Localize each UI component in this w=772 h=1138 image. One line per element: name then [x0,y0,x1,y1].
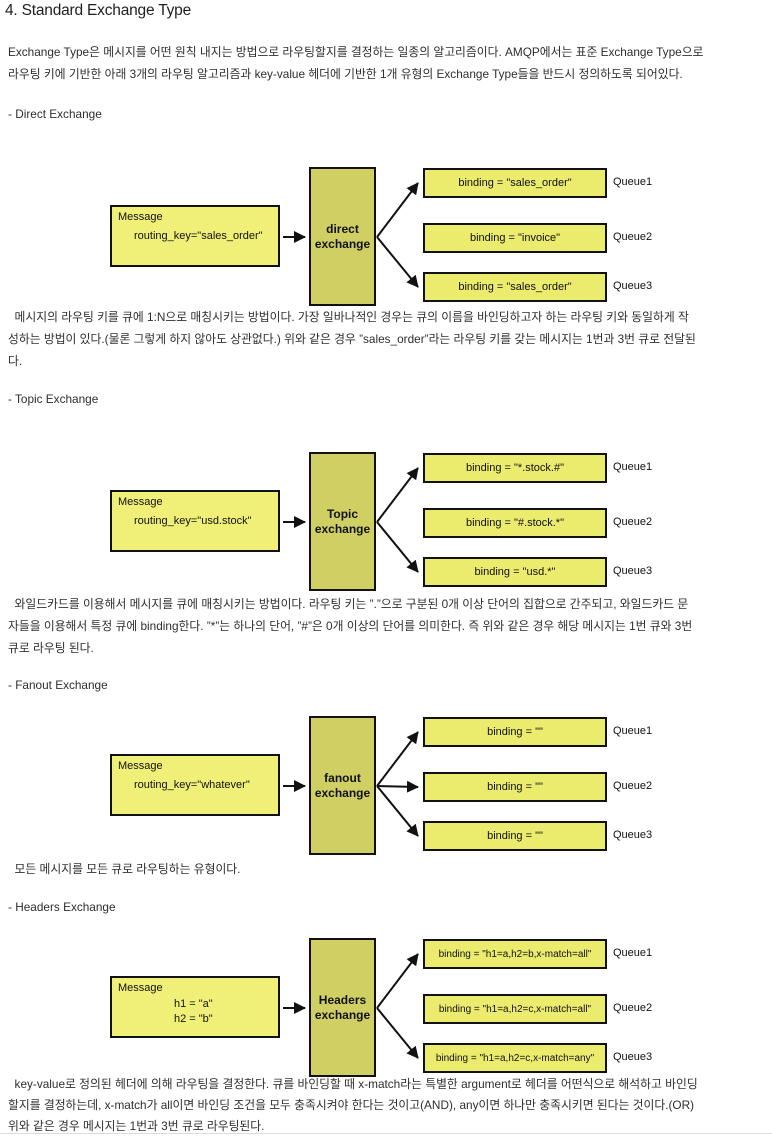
headers-exchange-diagram: Message h1 = "a" h2 = "b" Headers exchan… [0,938,772,1077]
bottom-divider [0,1133,772,1134]
exchange-box: fanout exchange [309,716,376,855]
binding-box: binding = "" [423,772,607,802]
page-title: 4. Standard Exchange Type [5,2,192,19]
section-label-fanout: - Fanout Exchange [8,678,108,692]
arrow-connectors [283,731,419,837]
binding-label: binding = "*.stock.#" [465,462,564,474]
queue-label: Queue2 [613,516,653,528]
message-box: Message h1 = "a" h2 = "b" [110,976,280,1038]
section-label-topic: - Topic Exchange [8,392,99,406]
exchange-label: direct exchange [314,221,371,251]
message-box: Message routing_key="whatever" [110,754,280,816]
direct-exchange-diagram: Message routing_key="sales_order" direct… [0,167,772,306]
queue-label: Queue1 [613,947,653,959]
binding-box: binding = "sales_order" [423,272,607,302]
queue-label: Queue3 [613,1051,653,1063]
message-box: Message routing_key="usd.stock" [110,490,280,552]
exchange-box: Headers exchange [309,938,376,1077]
queue-label: Queue1 [613,461,653,473]
topic-exchange-diagram: Message routing_key="usd.stock" Topic ex… [0,452,772,591]
binding-label: binding = "" [487,781,543,793]
message-title: Message [118,982,163,994]
binding-label: binding = "" [487,830,543,842]
section-description: 메시지의 라우팅 키를 큐에 1:N으로 매칭시키는 방법이다. 가장 일바나적… [8,310,696,368]
intro-paragraph: Exchange Type은 메시지를 어떤 원칙 내지는 방법으로 라우팅할지… [8,45,704,81]
fanout-exchange-diagram: Message routing_key="whatever" fanout ex… [0,716,772,855]
binding-label: binding = "usd.*" [474,566,556,578]
binding-label: binding = "#.stock.*" [465,517,564,529]
queue-label: Queue2 [613,780,653,792]
binding-box: binding = "usd.*" [423,557,607,587]
section-label-direct: - Direct Exchange [8,107,102,121]
queue-label: Queue2 [613,231,653,243]
message-routing-key: routing_key="sales_order" [134,230,263,242]
binding-box: binding = "h1=a,h2=c,x-match=all" [423,994,607,1024]
binding-box: binding = "" [423,821,607,851]
exchange-label: Topic exchange [314,506,371,536]
exchange-box: direct exchange [309,167,376,306]
exchange-label: Headers exchange [314,992,371,1022]
section-label-headers: - Headers Exchange [8,900,116,914]
queue-label: Queue1 [613,725,653,737]
section-description: key-value로 정의된 헤더에 의해 라우팅을 결정한다. 큐를 바인딩할… [8,1077,698,1133]
binding-label: binding = "sales_order" [458,281,572,293]
message-title: Message [118,760,163,772]
message-headers: h1 = "a" h2 = "b" [174,998,213,1025]
binding-label: binding = "h1=a,h2=b,x-match=all" [438,948,592,960]
binding-box: binding = "#.stock.*" [423,508,607,538]
section-description: 모든 메시지를 모든 큐로 라우팅하는 유형이다. [8,862,241,876]
binding-box: binding = "" [423,717,607,747]
arrow-connectors [283,467,419,573]
queue-label: Queue2 [613,1002,653,1014]
queue-label: Queue3 [613,829,653,841]
arrow-connectors [283,953,419,1059]
arrow-connectors [283,182,419,288]
section-description: 와일드카드를 이용해서 메시지를 큐에 매칭시키는 방법이다. 라우팅 키는 ”… [8,597,693,655]
message-title: Message [118,496,163,508]
binding-box: binding = "h1=a,h2=b,x-match=all" [423,939,607,969]
exchange-box: Topic exchange [309,452,376,591]
binding-box: binding = "*.stock.#" [423,453,607,483]
binding-box: binding = "invoice" [423,223,607,253]
queue-label: Queue3 [613,565,653,577]
binding-box: binding = "sales_order" [423,168,607,198]
message-routing-key: routing_key="whatever" [134,779,250,791]
binding-label: binding = "sales_order" [458,177,572,189]
binding-label: binding = "h1=a,h2=c,x-match=any" [435,1052,595,1064]
message-title: Message [118,211,163,223]
exchange-label: fanout exchange [314,770,371,800]
binding-label: binding = "h1=a,h2=c,x-match=all" [438,1003,592,1015]
message-box: Message routing_key="sales_order" [110,205,280,267]
binding-label: binding = "invoice" [469,232,561,244]
queue-label: Queue1 [613,176,653,188]
binding-box: binding = "h1=a,h2=c,x-match=any" [423,1043,607,1073]
binding-label: binding = "" [487,726,543,738]
message-routing-key: routing_key="usd.stock" [134,515,252,527]
queue-label: Queue3 [613,280,653,292]
